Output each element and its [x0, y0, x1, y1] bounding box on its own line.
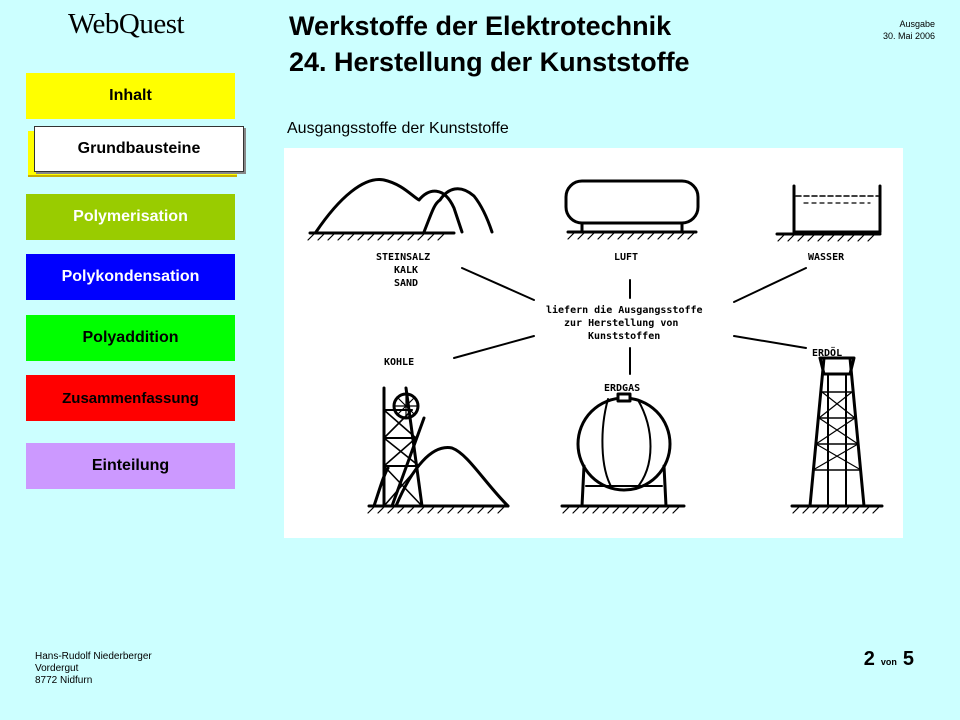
gas-sphere-seam	[635, 399, 652, 490]
ground-hatch	[307, 232, 880, 514]
label-wasser: WASSER	[808, 252, 845, 263]
salt-mound-right	[422, 187, 494, 234]
title-line-2: 24. Herstellung der Kunststoffe	[289, 47, 690, 77]
mine-tower-cross	[383, 409, 423, 507]
edition-info: Ausgabe 30. Mai 2006	[883, 18, 935, 42]
oil-derrick-inner	[827, 373, 847, 507]
logo: WebQuest	[68, 8, 185, 40]
page-indicator: 2 von 5	[864, 648, 914, 671]
air-tank	[564, 179, 700, 225]
oil-derrick-leg	[808, 356, 866, 508]
mine-wheel-spokes	[393, 393, 419, 419]
page-separator: von	[880, 657, 897, 667]
nav-button-polymerisation[interactable]: Polymerisation	[26, 194, 235, 240]
label-steinsalz: STEINSALZ	[376, 252, 430, 263]
center-text-line-2: zur Herstellung von	[564, 318, 678, 329]
author-name: Hans-Rudolf Niederberger	[35, 651, 152, 662]
connector-line	[733, 267, 807, 303]
nav-button-zusammenfassung[interactable]: Zusammenfassung	[26, 375, 235, 421]
label-erdoel: ERDÖL	[812, 345, 842, 359]
gas-sphere	[576, 396, 672, 492]
connector-line	[461, 267, 535, 301]
oil-derrick-cross	[812, 391, 862, 471]
coal-heap-left	[372, 466, 390, 508]
title-line-1: Werkstoffe der Elektrotechnik	[289, 11, 672, 41]
raw-materials-illustration: STEINSALZ KALK SAND LUFT WASSER KOHLE ER…	[307, 178, 884, 514]
page-total: 5	[902, 648, 914, 670]
oil-derrick-beams	[812, 391, 862, 471]
nav-button-grundbausteine[interactable]: Grundbausteine	[34, 126, 244, 172]
coal-heap	[394, 446, 510, 508]
gas-sphere-leg	[662, 464, 668, 508]
connector-line	[453, 335, 535, 359]
nav-button-polyaddition[interactable]: Polyaddition	[26, 315, 235, 361]
water-container	[792, 184, 882, 234]
nav-button-einteilung[interactable]: Einteilung	[26, 443, 235, 489]
gas-sphere-leg	[580, 464, 586, 508]
label-kohle: KOHLE	[384, 357, 414, 368]
mine-tower-brace	[390, 416, 426, 508]
author-city: 8772 Nidfurn	[35, 675, 93, 686]
raw-materials-figure: STEINSALZ KALK SAND LUFT WASSER KOHLE ER…	[284, 148, 903, 538]
nav-button-inhalt[interactable]: Inhalt	[26, 73, 235, 119]
page-current: 2	[863, 648, 875, 670]
gas-sphere-seam	[601, 398, 613, 489]
label-luft: LUFT	[614, 252, 638, 263]
page-title: Werkstoffe der Elektrotechnik 24. Herste…	[289, 8, 690, 80]
author-address: Hans-Rudolf Niederberger Vordergut 8772 …	[35, 651, 152, 687]
oil-derrick-top	[818, 356, 856, 376]
section-subtitle: Ausgangsstoffe der Kunststoffe	[287, 120, 509, 137]
nav-button-polykondensation[interactable]: Polykondensation	[26, 254, 235, 300]
gas-sphere-valve	[616, 392, 632, 403]
center-text-line-3: Kunststoffen	[588, 331, 660, 342]
author-street: Vordergut	[35, 663, 79, 674]
label-sand: SAND	[394, 278, 418, 289]
mine-tower-beams	[383, 409, 420, 467]
connector-line	[733, 335, 807, 349]
label-erdgas: ERDGAS	[604, 383, 640, 394]
edition-date: 30. Mai 2006	[882, 31, 935, 41]
edition-label: Ausgabe	[899, 19, 935, 29]
label-kalk: KALK	[394, 265, 418, 276]
salt-mound-left	[314, 178, 464, 234]
center-text-line-1: liefern die Ausgangsstoffe	[546, 304, 703, 316]
